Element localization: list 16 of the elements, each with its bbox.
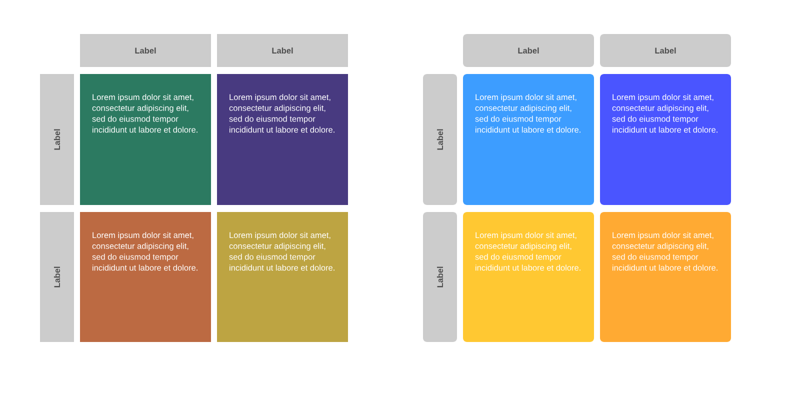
text-cell: Lorem ipsum dolor sit amet, consectetur adipiscing elit, sed do eiusmod tempor incididunt ut labore et dolore. (217, 74, 348, 205)
row-header: Label (40, 212, 74, 342)
text-cell: Lorem ipsum dolor sit amet, consectetur adipiscing elit, sed do eiusmod tempor incididunt ut labore et dolore. (600, 74, 731, 205)
row-header: Label (423, 74, 457, 205)
text-cell: Lorem ipsum dolor sit amet, consectetur adipiscing elit, sed do eiusmod tempor incididunt ut labore et dolore. (463, 212, 594, 342)
column-header: Label (600, 34, 731, 67)
row-header: Label (40, 74, 74, 205)
text-cell: Lorem ipsum dolor sit amet, consectetur adipiscing elit, sed do eiusmod tempor incididunt ut labore et dolore. (80, 212, 211, 342)
column-header: Label (80, 34, 211, 67)
row-header: Label (423, 212, 457, 342)
text-cell: Lorem ipsum dolor sit amet, consectetur adipiscing elit, sed do eiusmod tempor incididunt ut labore et dolore. (463, 74, 594, 205)
text-cell: Lorem ipsum dolor sit amet, consectetur adipiscing elit, sed do eiusmod tempor incididunt ut labore et dolore. (217, 212, 348, 342)
column-header: Label (217, 34, 348, 67)
column-header: Label (463, 34, 594, 67)
text-cell: Lorem ipsum dolor sit amet, consectetur adipiscing elit, sed do eiusmod tempor incididunt ut labore et dolore. (80, 74, 211, 205)
text-cell: Lorem ipsum dolor sit amet, consectetur adipiscing elit, sed do eiusmod tempor incididunt ut labore et dolore. (600, 212, 731, 342)
